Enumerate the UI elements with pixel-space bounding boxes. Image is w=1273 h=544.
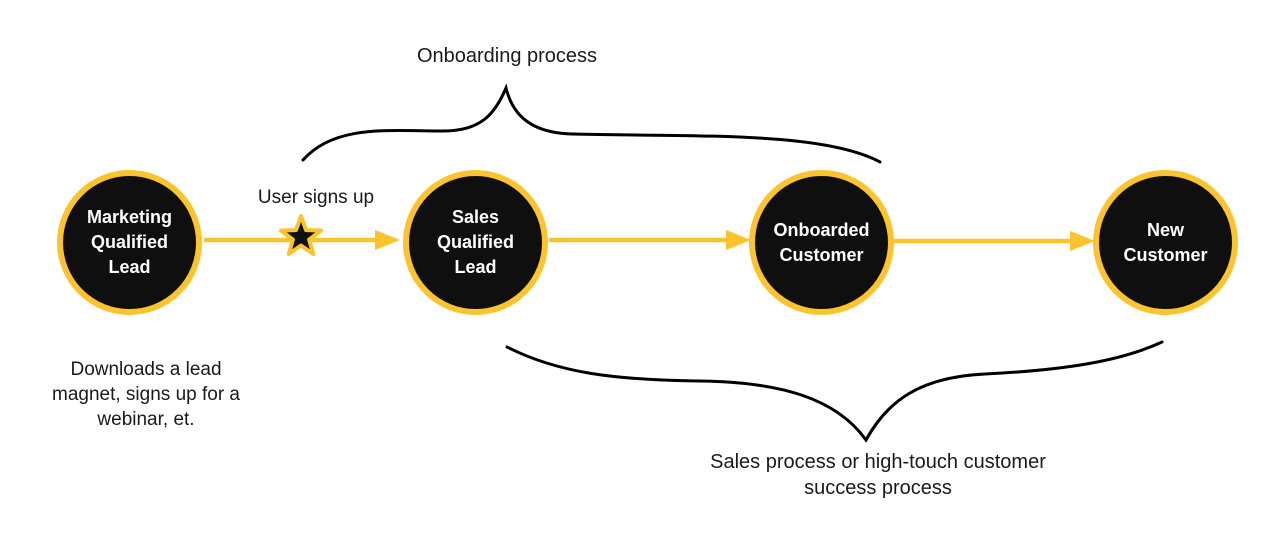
node-sales-qualified-lead: Sales Qualified Lead [403, 170, 548, 315]
node-label: New Customer [1123, 218, 1207, 268]
node-label-line: New [1146, 219, 1184, 240]
note-line: magnet, signs up for a [52, 384, 240, 405]
node-label-line: Onboarded [773, 219, 870, 240]
note-line: Downloads a lead [70, 359, 222, 380]
sales-process-brace [505, 340, 1164, 443]
node-label: Onboarded Customer [773, 218, 869, 268]
note-line: success process [804, 477, 952, 499]
node-label-line: Marketing [86, 207, 173, 227]
node-label-line: Lead [454, 257, 497, 277]
node-label-line: Customer [1123, 244, 1208, 265]
node-label-line: Lead [108, 257, 151, 277]
node-label: Sales Qualified Lead [437, 205, 514, 280]
note-line: Sales process or high-touch customer [710, 451, 1046, 473]
node-label-line: Qualified [436, 232, 514, 252]
arrow-sql-to-onboarded [549, 230, 751, 250]
arrow-onboarded-to-new [894, 231, 1095, 251]
node-label-line: Sales [451, 207, 500, 227]
node-onboarded-customer: Onboarded Customer [749, 170, 894, 315]
user-signs-up-label: User signs up [257, 187, 375, 208]
onboarding-process-label: Onboarding process [416, 45, 598, 67]
note-line: webinar, et. [97, 409, 195, 430]
node-label: Marketing Qualified Lead [87, 205, 172, 280]
onboarding-brace [301, 83, 882, 164]
node-marketing-qualified-lead: Marketing Qualified Lead [57, 170, 202, 315]
star-icon [279, 214, 323, 256]
sales-process-label: Sales process or high-touch customer suc… [710, 449, 1046, 501]
node-label-line: Qualified [90, 232, 168, 252]
mql-description-note: Downloads a lead magnet, signs up for a … [52, 357, 240, 432]
node-label-line: Customer [779, 244, 864, 265]
node-new-customer: New Customer [1093, 170, 1238, 315]
